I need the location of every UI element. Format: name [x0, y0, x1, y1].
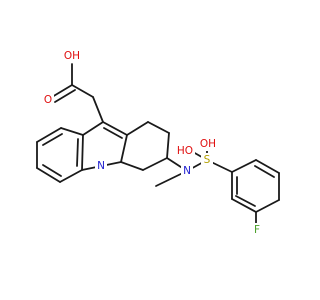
bond-benz-4: [36, 167, 61, 183]
atom-label-sulfur: S: [204, 154, 211, 166]
bond-c-o-double-b: [54, 89, 76, 103]
bond-c-o-double-a: [51, 84, 73, 98]
bond-aryl-5: [231, 198, 257, 213]
atom-label-fluorine: F: [254, 224, 260, 236]
bond-pyrrole-1: [82, 121, 104, 136]
bond-ch2-ring: [92, 96, 104, 123]
atom-label-s-hydroxyl-left: HO: [177, 145, 193, 157]
bond-benz-2: [36, 127, 62, 143]
bond-layer: [36, 63, 280, 225]
atom-label-carboxyl-oh: OH: [64, 50, 80, 62]
bond-benz-1: [60, 127, 84, 136]
chemical-structure-diagram: OH O N N S HO OH F: [36, 49, 280, 237]
bond-sat-3: [166, 132, 170, 159]
bond-sat-5: [120, 161, 144, 171]
bond-pyrrole-3: [120, 134, 128, 163]
bond-pyrrole-inner: [103, 127, 123, 139]
bond-sat-2: [147, 121, 170, 134]
bond-sat-4: [142, 157, 168, 171]
bond-benz-6: [81, 134, 84, 171]
bond-aryl-4: [255, 199, 280, 213]
atom-label-carbonyl-o: O: [44, 94, 52, 106]
bond-sat-1: [126, 121, 149, 136]
bond-benz-inner-3: [76, 138, 79, 167]
bond-aryl-inner-1: [254, 165, 275, 178]
bond-aryl-1: [231, 159, 257, 173]
bond-aryl-inner-2: [235, 195, 256, 207]
bond-aryl-2: [255, 159, 280, 174]
bond-c-ch2: [71, 84, 94, 98]
bond-benz-5: [59, 169, 83, 183]
bond-benz-inner-2: [42, 164, 62, 177]
atom-label-amine-n: N: [183, 165, 191, 177]
atom-label-layer: OH O N N S HO OH F: [42, 49, 263, 237]
atom-label-ring-n: N: [97, 160, 105, 172]
atom-label-s-hydroxyl-right: OH: [200, 138, 216, 150]
bond-benz-inner-1: [42, 133, 63, 146]
bond-pyrrole-2: [102, 121, 128, 136]
